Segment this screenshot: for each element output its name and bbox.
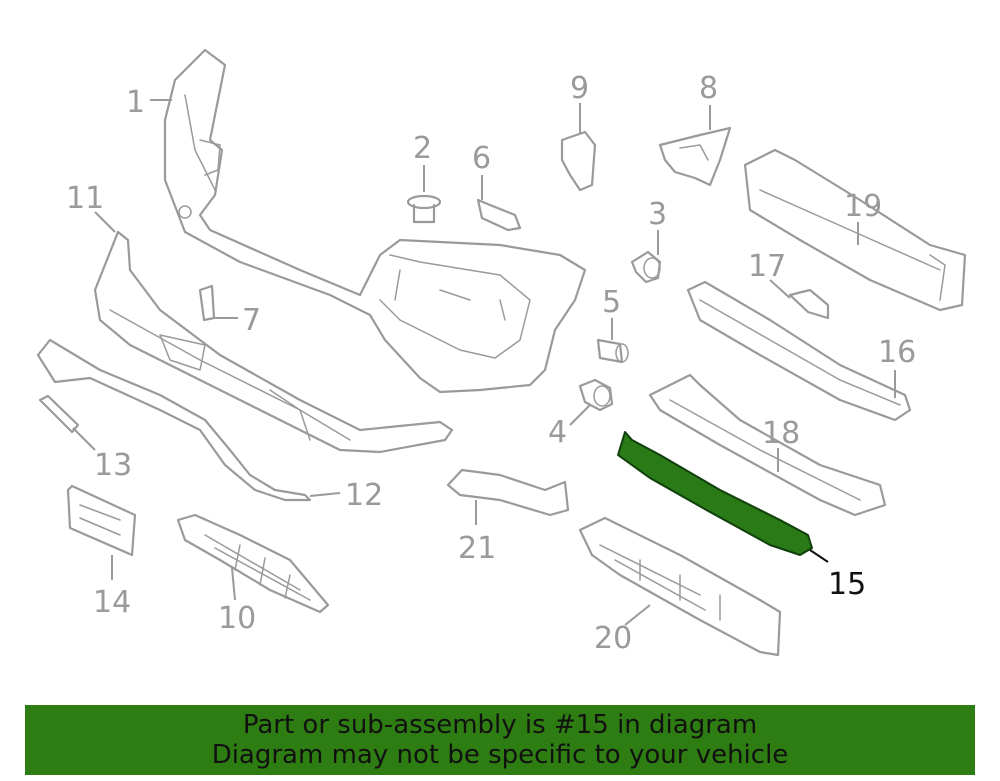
- part-1-bumper-cover: [163, 48, 587, 394]
- callout-8: 8: [699, 71, 718, 106]
- parts-diagram: 1 2 3 4 5 6 7 8 9 10 11 12 13 14 15 16 1…: [36, 48, 967, 657]
- callout-14: 14: [93, 585, 131, 620]
- part-20-lower-absorber: [578, 516, 782, 657]
- part-6-bracket: [476, 198, 522, 232]
- part-8-bracket: [658, 126, 732, 187]
- part-3-grommet: [630, 250, 662, 284]
- callout-15: 15: [828, 567, 866, 602]
- banner-line-1: Part or sub-assembly is #15 in diagram: [242, 710, 758, 740]
- callout-3: 3: [648, 197, 667, 232]
- part-21-bracket: [446, 468, 570, 517]
- callout-5: 5: [602, 285, 621, 320]
- part-4-grommet: [578, 378, 614, 412]
- callout-4: 4: [548, 415, 567, 450]
- part-9-bracket: [560, 130, 597, 192]
- callout-17: 17: [748, 249, 786, 284]
- part-11-grille-assembly: [93, 230, 454, 454]
- callout-13: 13: [94, 448, 132, 483]
- part-18-reinforcement: [648, 373, 887, 517]
- callout-6: 6: [472, 141, 491, 176]
- callout-21: 21: [458, 531, 496, 566]
- callout-10: 10: [218, 601, 256, 636]
- part-2-clip: [406, 194, 442, 224]
- callout-12: 12: [345, 478, 383, 513]
- callout-7: 7: [242, 303, 261, 338]
- part-5-fastener: [596, 338, 629, 364]
- callout-2: 2: [413, 131, 432, 166]
- info-banner: Part or sub-assembly is #15 in diagram D…: [25, 705, 975, 775]
- part-17-bracket: [788, 288, 830, 320]
- part-13-trim: [38, 394, 80, 434]
- part-14-plate-bracket: [66, 484, 137, 557]
- part-15-highlighted[interactable]: [617, 431, 813, 556]
- callout-16: 16: [878, 335, 916, 370]
- part-7-bracket: [198, 284, 216, 322]
- callout-18: 18: [762, 416, 800, 451]
- part-16-absorber: [686, 280, 912, 422]
- callout-20: 20: [594, 621, 632, 656]
- banner-line-2: Diagram may not be specific to your vehi…: [211, 740, 789, 770]
- callout-1: 1: [126, 85, 145, 120]
- callout-9: 9: [570, 71, 589, 106]
- part-12-lower-strip: [36, 338, 312, 502]
- callout-11: 11: [66, 181, 104, 216]
- callout-19: 19: [844, 189, 882, 224]
- part-19-impact-bar: [743, 148, 967, 312]
- callout-labels: 1 2 3 4 5 6 7 8 9 10 11 12 13 14 15 16 1…: [66, 71, 916, 656]
- leader-lines: [72, 99, 896, 626]
- part-10-grille: [176, 513, 330, 614]
